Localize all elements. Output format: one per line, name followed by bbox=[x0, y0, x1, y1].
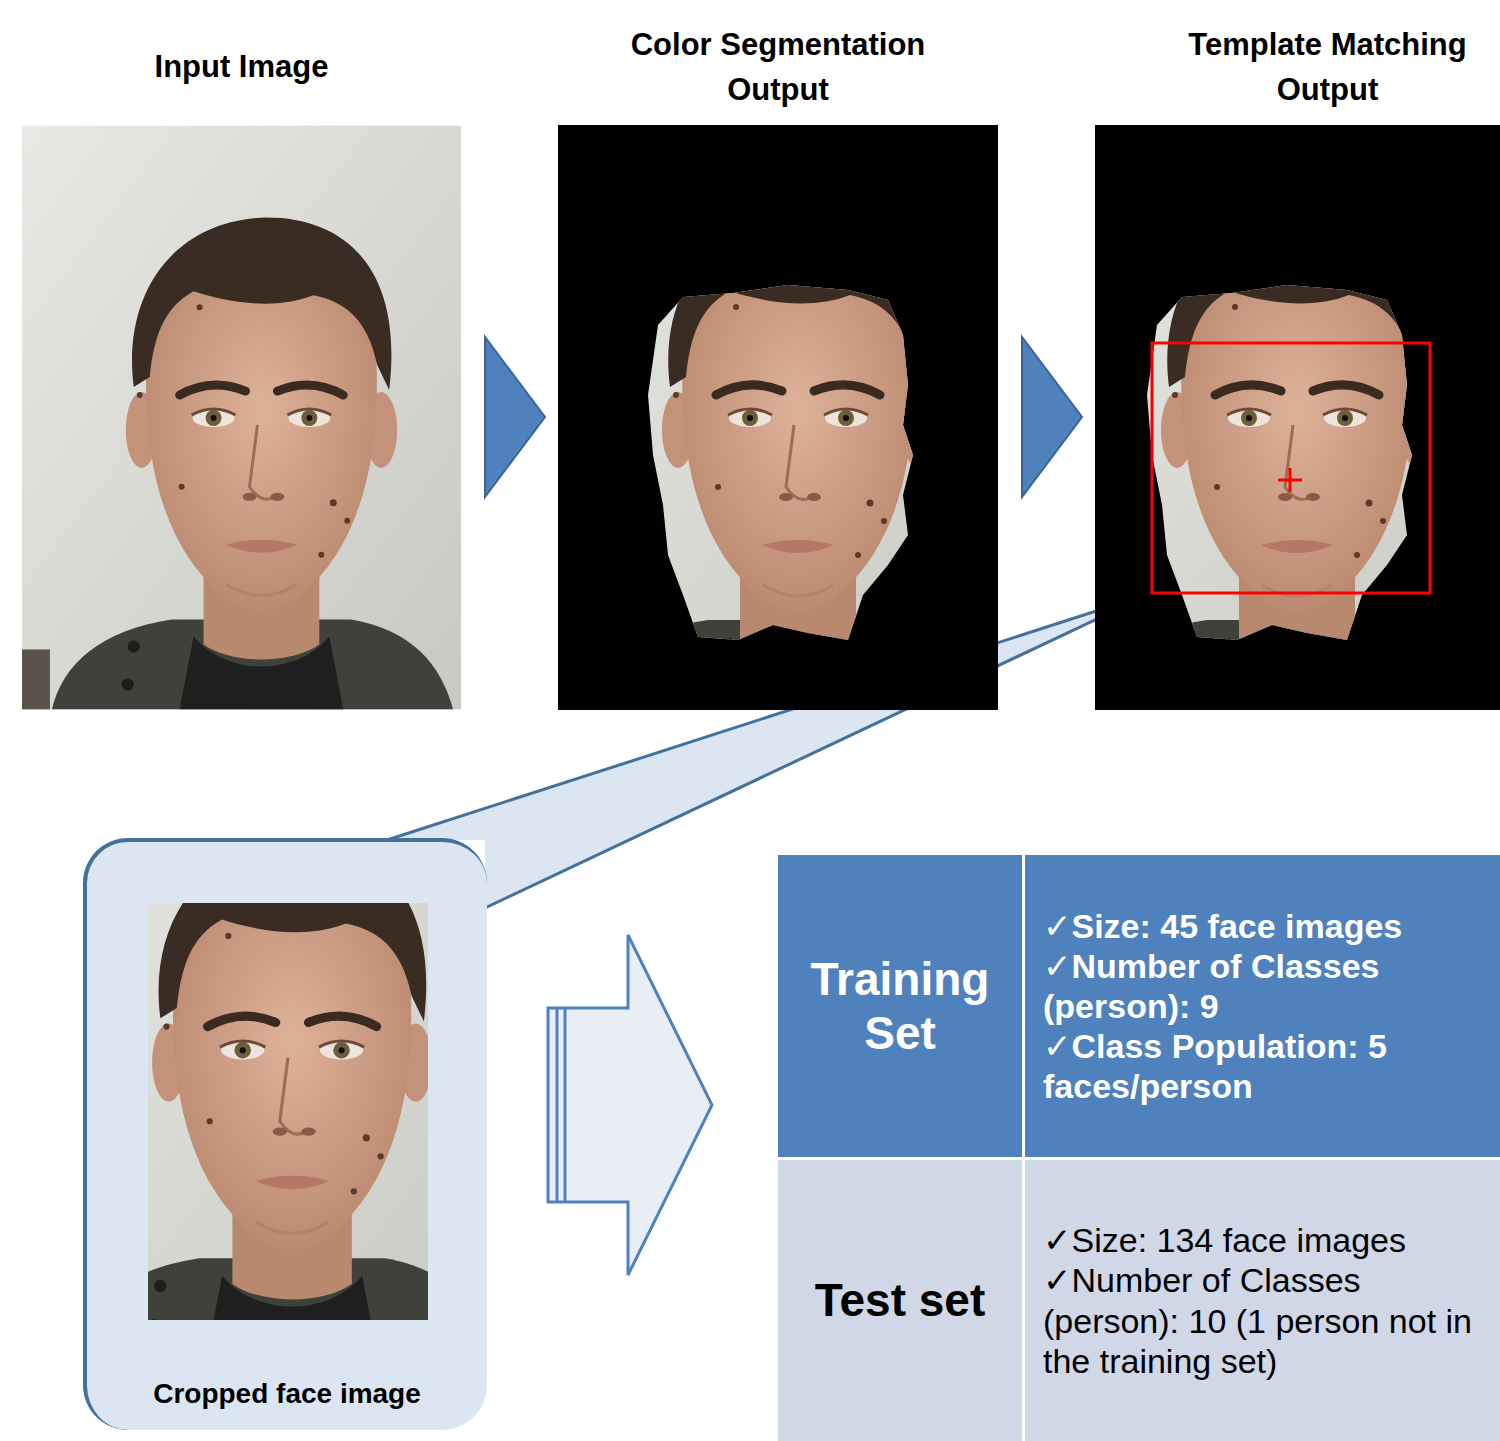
image-panel: Input Image bbox=[22, 10, 461, 710]
text-holder: Cropped face image bbox=[87, 1377, 487, 1410]
table-header-cell: Test set bbox=[778, 1160, 1025, 1441]
text-holder: ✓Size: 45 face images✓Number of Classes … bbox=[1025, 855, 1500, 1157]
text-holder: Template Matching Output bbox=[1095, 10, 1500, 125]
table-cell: ✓Size: 134 face images✓Number of Classes… bbox=[1025, 1160, 1500, 1441]
table-header-cell: Training Set bbox=[778, 855, 1025, 1160]
callout-label: Cropped face image bbox=[153, 1377, 421, 1410]
callout-box: Cropped face image bbox=[83, 838, 487, 1430]
table-cell-text: ✓Size: 134 face images bbox=[1043, 1220, 1406, 1260]
panel-title: Color Segmentation Output bbox=[613, 23, 943, 113]
panel-title: Input Image bbox=[155, 45, 329, 90]
flow-arrow bbox=[485, 337, 545, 497]
cropped-photo bbox=[45, 749, 498, 1430]
flow-arrow bbox=[1022, 337, 1082, 497]
table-header-text: Test set bbox=[815, 1273, 985, 1327]
detection-box bbox=[1152, 343, 1430, 593]
flow-arrow bbox=[548, 935, 712, 1275]
text-holder: Color Segmentation Output bbox=[558, 10, 998, 125]
block-arrow bbox=[548, 935, 712, 1275]
image-panel: Color Segmentation Output bbox=[558, 10, 998, 710]
arrow-tail-stripe bbox=[556, 1008, 559, 1202]
table-header-text: Training Set bbox=[788, 952, 1012, 1061]
text-holder: Test set bbox=[778, 1160, 1022, 1441]
center-mark bbox=[1278, 468, 1302, 492]
table-cell-text: ✓Number of Classes (person): 10 (1 perso… bbox=[1043, 1260, 1488, 1380]
chevron-arrow bbox=[1022, 337, 1082, 497]
panel-title: Template Matching Output bbox=[1163, 23, 1493, 113]
input-photo bbox=[22, 126, 461, 710]
chevron-arrow bbox=[485, 337, 545, 497]
table-cell-text: ✓Size: 45 face images bbox=[1043, 906, 1402, 946]
template-matching-photo bbox=[1057, 125, 1500, 710]
table-cell-text: ✓Number of Classes (person): 9 bbox=[1043, 946, 1488, 1026]
table-cell-text: ✓Class Population: 5 faces/person bbox=[1043, 1026, 1488, 1106]
arrow-tail-stripe bbox=[564, 1008, 567, 1202]
image-panel: Template Matching Output bbox=[1095, 10, 1500, 710]
text-holder: Training Set bbox=[778, 855, 1022, 1157]
table-cell: ✓Size: 45 face images✓Number of Classes … bbox=[1025, 855, 1500, 1160]
segmentation-photo bbox=[558, 125, 998, 710]
text-holder: ✓Size: 134 face images✓Number of Classes… bbox=[1025, 1160, 1500, 1441]
text-holder: Input Image bbox=[22, 10, 461, 125]
